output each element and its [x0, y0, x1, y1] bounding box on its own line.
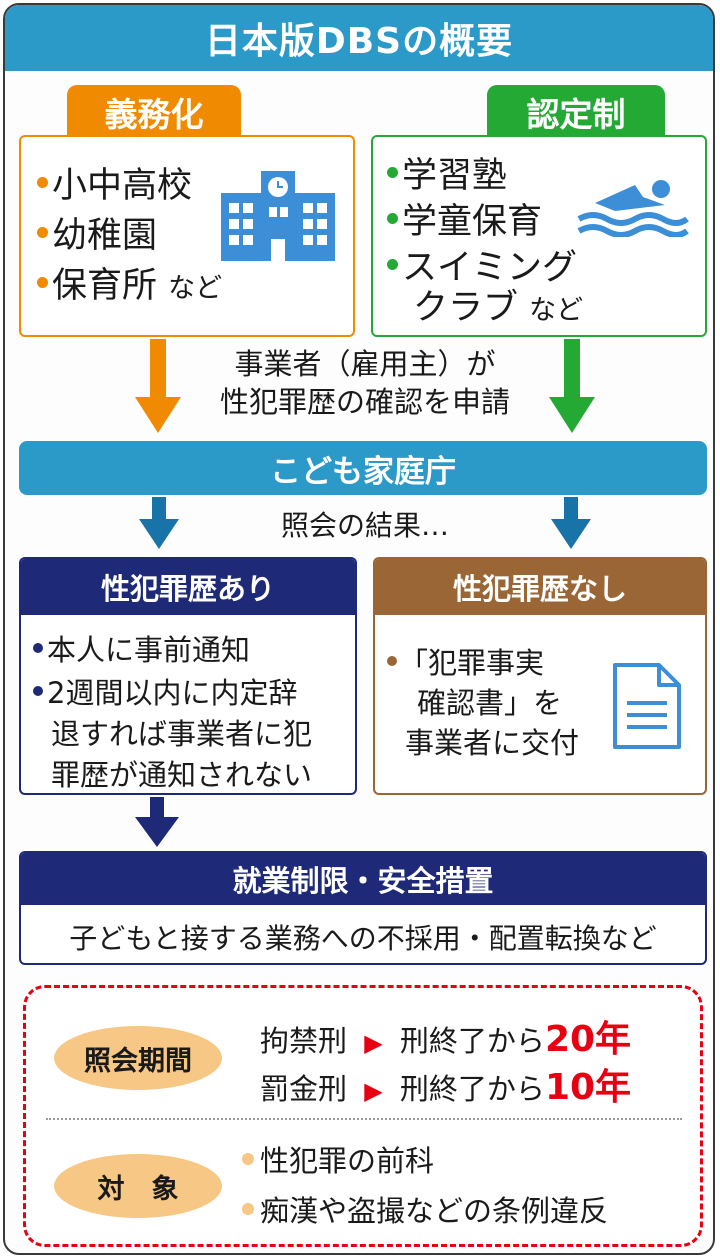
mandatory-item: 保育所 など	[37, 269, 222, 304]
red-triangle-icon: ▶	[364, 1029, 383, 1057]
arrow-down-orange-icon	[135, 339, 181, 433]
target-label: 対 象	[54, 1154, 222, 1218]
certified-item: 学習塾	[387, 159, 507, 194]
without-record-text: 「犯罪事実 確認書」を 事業者に交付	[387, 643, 579, 763]
certified-tab: 認定制	[487, 85, 665, 139]
with-record-title: 性犯罪歴あり	[21, 559, 355, 615]
period-target-box: 照会期間 拘禁刑 ▶ 刑終了から20年 罰金刑 ▶ 刑終了から10年 対 象 性…	[23, 985, 703, 1247]
with-record-box: 性犯罪歴あり 本人に事前通知 2週間以内に内定辞 退すれば事業者に犯 罪歴が通知…	[19, 557, 357, 795]
certified-item: スイミング	[387, 251, 577, 286]
mandatory-item: 幼稚園	[37, 219, 157, 254]
red-triangle-icon: ▶	[364, 1077, 383, 1105]
with-record-item: 本人に事前通知	[33, 627, 250, 669]
diagram-title: 日本版DBSの概要	[5, 5, 713, 71]
period-label: 照会期間	[54, 1026, 222, 1090]
target-item: 痴漢や盗撮などの条例違反	[242, 1188, 608, 1230]
period-row: 罰金刑 ▶ 刑終了から10年	[260, 1067, 632, 1108]
restriction-text: 子どもと接する業務への不採用・配置転換など	[69, 922, 657, 955]
without-record-box: 性犯罪歴なし 「犯罪事実 確認書」を 事業者に交付	[373, 557, 707, 795]
target-item: 性犯罪の前科	[242, 1138, 434, 1180]
arrow-down-navy-icon	[135, 797, 179, 847]
mandatory-box: 小中高校 幼稚園 保育所 など	[19, 135, 355, 337]
arrow-down-blue-icon	[139, 497, 179, 549]
mandatory-tab: 義務化	[67, 85, 241, 139]
certified-box: 学習塾 学童保育 スイミング クラブ など	[371, 135, 707, 337]
arrow-down-green-icon	[549, 339, 595, 433]
arrow-down-blue-icon	[551, 497, 591, 549]
period-row: 拘禁刑 ▶ 刑終了から20年	[260, 1019, 632, 1060]
with-record-item: 2週間以内に内定辞 退すれば事業者に犯 罪歴が通知されない	[33, 673, 312, 796]
diagram-frame: 日本版DBSの概要 義務化 小中高校 幼稚園 保育所 など 認定制 学習塾	[3, 3, 715, 1255]
swimmer-icon	[577, 180, 689, 237]
agency-bar: こども家庭庁	[19, 441, 707, 495]
restriction-box: 就業制限・安全措置 子どもと接する業務への不採用・配置転換など	[19, 851, 707, 965]
without-record-title: 性犯罪歴なし	[375, 559, 705, 615]
mandatory-item: 小中高校	[37, 169, 192, 204]
school-building-icon	[221, 171, 335, 261]
restriction-title: 就業制限・安全措置	[21, 853, 705, 905]
certified-item: 学童保育	[387, 205, 542, 240]
document-icon	[613, 663, 681, 749]
divider	[46, 1118, 682, 1120]
application-caption: 事業者（雇用主）が 性犯罪歴の確認を申請	[219, 347, 510, 419]
inquiry-result-caption: 照会の結果…	[280, 509, 449, 542]
certified-item-cont: クラブ など	[413, 288, 584, 328]
